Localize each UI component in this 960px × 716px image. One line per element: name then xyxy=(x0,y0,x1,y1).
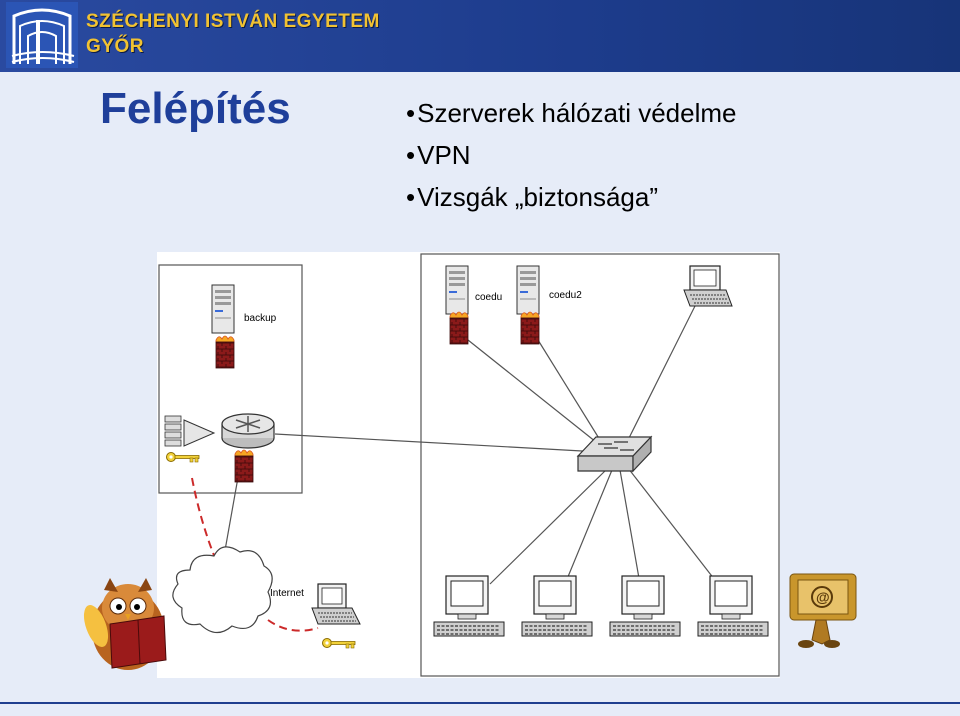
firewall-icon xyxy=(449,311,469,345)
slide-title: Felépítés xyxy=(100,84,291,133)
router-icon xyxy=(221,413,275,449)
internet-label: Internet xyxy=(270,588,304,599)
bullet-item: VPN xyxy=(406,134,737,176)
coedu-label: coedu xyxy=(475,292,502,303)
owl-reading-icon xyxy=(83,578,167,670)
university-logo xyxy=(6,2,78,68)
firewall-icon xyxy=(215,335,235,369)
backup-server-icon xyxy=(211,284,235,334)
laptop-icon xyxy=(683,265,733,307)
internal-zone-box xyxy=(420,253,780,677)
coedu2-server-icon xyxy=(516,265,540,315)
coedu-server-icon xyxy=(445,265,469,315)
header-bar: SZÉCHENYI ISTVÁN EGYETEM GYŐR xyxy=(0,0,960,72)
switch-icon xyxy=(576,435,653,473)
mail-character-icon: @ xyxy=(789,573,857,648)
header-background xyxy=(0,0,960,72)
network-links xyxy=(223,305,719,585)
bullet-item: Szerverek hálózati védelme xyxy=(406,92,736,134)
vpn-tunnel-link xyxy=(191,477,216,559)
backup-label: backup xyxy=(244,313,277,324)
backup-zone-box xyxy=(158,264,303,494)
internet-cloud-icon xyxy=(172,546,273,634)
firewall-icon xyxy=(520,311,540,345)
vpn-tunnel-link xyxy=(267,619,319,632)
vpn-gateway-icon xyxy=(164,415,216,447)
firewall-icon xyxy=(234,449,254,483)
coedu2-label: coedu2 xyxy=(549,290,582,301)
remote-laptop-icon xyxy=(311,583,361,625)
university-city: GYŐR xyxy=(86,36,144,57)
svg-text:@: @ xyxy=(816,589,830,605)
bullet-item: Vizsgák „biztonsága” xyxy=(406,176,737,218)
bullet-list: Szerverek hálózati védelme VPN Vizsgák „… xyxy=(406,92,737,218)
university-name: SZÉCHENYI ISTVÁN EGYETEM xyxy=(86,11,380,32)
footer-divider xyxy=(0,702,960,704)
